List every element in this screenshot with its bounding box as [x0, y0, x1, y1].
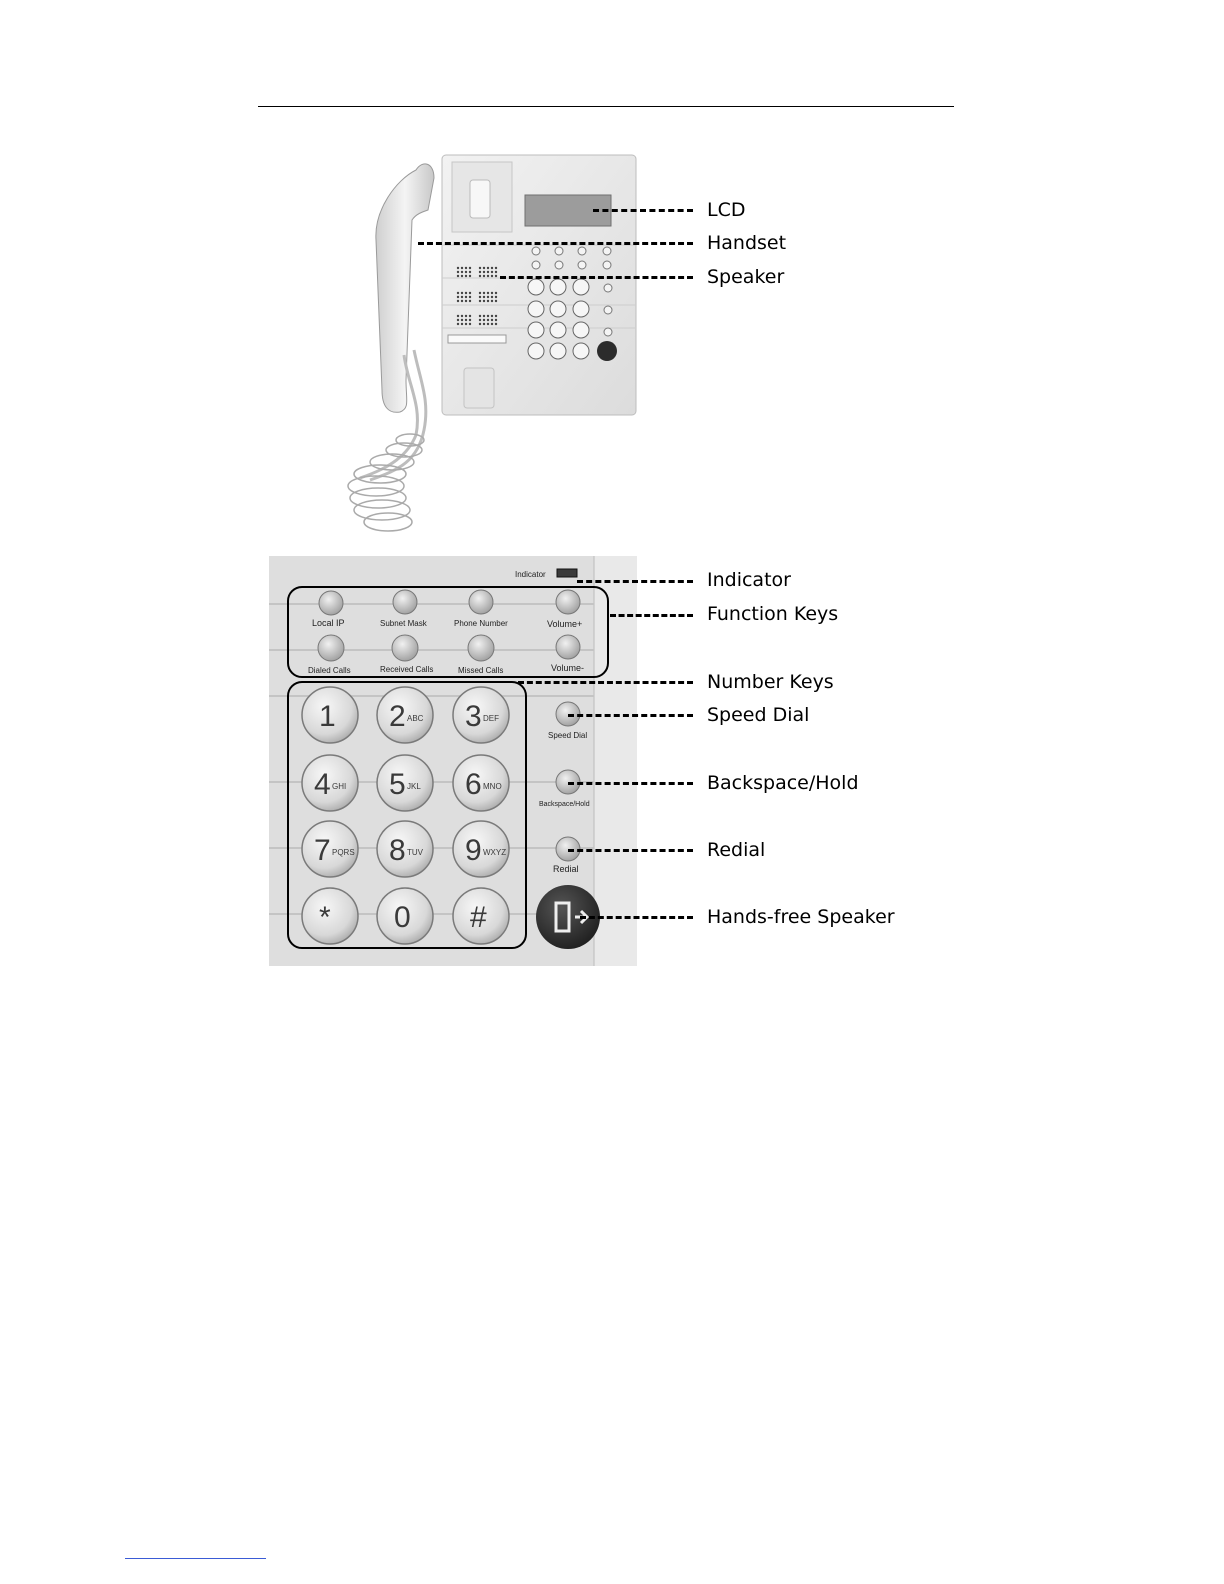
volume-up-label: Volume+ — [547, 619, 582, 629]
number-key-1[interactable]: 1 — [302, 687, 358, 743]
number-key-digit: * — [319, 901, 331, 934]
callout-speed-dial: Speed Dial — [707, 704, 809, 726]
callout-line-hands-free — [580, 916, 693, 919]
number-key-digit: # — [470, 901, 487, 934]
local-ip-key[interactable] — [319, 591, 343, 615]
callout-line-backspace-hold — [568, 782, 693, 785]
number-key-letters: TUV — [407, 848, 424, 857]
callout-indicator: Indicator — [707, 569, 791, 591]
callout-speaker: Speaker — [707, 266, 784, 288]
number-key-0[interactable]: 0 — [377, 888, 433, 944]
callout-line-handset — [418, 242, 693, 245]
hook-switch — [470, 180, 490, 218]
callout-line-lcd — [593, 209, 693, 212]
callout-line-speed-dial — [568, 714, 693, 717]
callout-function-keys: Function Keys — [707, 603, 838, 625]
callout-handset: Handset — [707, 232, 786, 254]
number-key-star[interactable]: * — [302, 888, 358, 944]
callout-redial: Redial — [707, 839, 765, 861]
number-key-digit: 9 — [465, 834, 482, 867]
number-key-letters: MNO — [483, 782, 502, 791]
phone-number-label: Phone Number — [454, 619, 508, 628]
callout-line-number-keys — [518, 681, 693, 684]
volume-down-key[interactable] — [556, 635, 580, 659]
callout-backspace-hold: Backspace/Hold — [707, 772, 859, 794]
number-key-letters: WXYZ — [483, 848, 506, 857]
received-calls-label: Received Calls — [380, 665, 433, 674]
dialed-calls-label: Dialed Calls — [308, 666, 351, 675]
number-key-letters: DEF — [483, 714, 499, 723]
volume-down-label: Volume- — [551, 663, 584, 673]
callout-lcd: LCD — [707, 199, 745, 221]
received-calls-key[interactable] — [392, 635, 418, 661]
missed-calls-key[interactable] — [468, 635, 494, 661]
footnote-rule — [125, 1558, 266, 1559]
keypad-photo: Indicator Local IP Subnet Mask Phone Num… — [269, 556, 637, 966]
speed-dial-label: Speed Dial — [548, 731, 587, 740]
phone-number-key[interactable] — [469, 590, 493, 614]
number-key-letters: ABC — [407, 714, 424, 723]
mini-speaker-button — [597, 341, 617, 361]
number-key-digit: 7 — [314, 834, 331, 867]
number-key-letters: GHI — [332, 782, 346, 791]
callout-line-redial — [568, 849, 693, 852]
indicator-label: Indicator — [515, 570, 546, 579]
number-key-digit: 8 — [389, 834, 406, 867]
number-key-digit: 1 — [319, 700, 336, 733]
callout-hands-free: Hands-free Speaker — [707, 906, 895, 928]
indicator-led — [557, 569, 577, 577]
missed-calls-label: Missed Calls — [458, 666, 503, 675]
handset — [376, 164, 434, 412]
volume-up-key[interactable] — [556, 590, 580, 614]
redial-label: Redial — [553, 864, 579, 874]
local-ip-label: Local IP — [312, 618, 345, 628]
number-key-letters: PQRS — [332, 848, 355, 857]
callout-number-keys: Number Keys — [707, 671, 834, 693]
number-key-digit: 2 — [389, 700, 406, 733]
number-key-digit: 5 — [389, 768, 406, 801]
callout-line-indicator — [577, 580, 693, 583]
dialed-calls-key[interactable] — [318, 635, 344, 661]
subnet-mask-label: Subnet Mask — [380, 619, 428, 628]
number-key-hash[interactable]: # — [453, 888, 509, 944]
number-key-digit: 3 — [465, 700, 482, 733]
number-key-digit: 6 — [465, 768, 482, 801]
number-key-letters: JKL — [407, 782, 421, 791]
header-rule — [258, 106, 954, 107]
number-key-digit: 0 — [394, 901, 411, 934]
subnet-mask-key[interactable] — [393, 590, 417, 614]
callout-line-speaker — [500, 276, 693, 279]
backspace-hold-label: Backspace/Hold — [539, 801, 590, 808]
number-key-digit: 4 — [314, 768, 331, 801]
callout-line-function-keys — [610, 614, 693, 617]
